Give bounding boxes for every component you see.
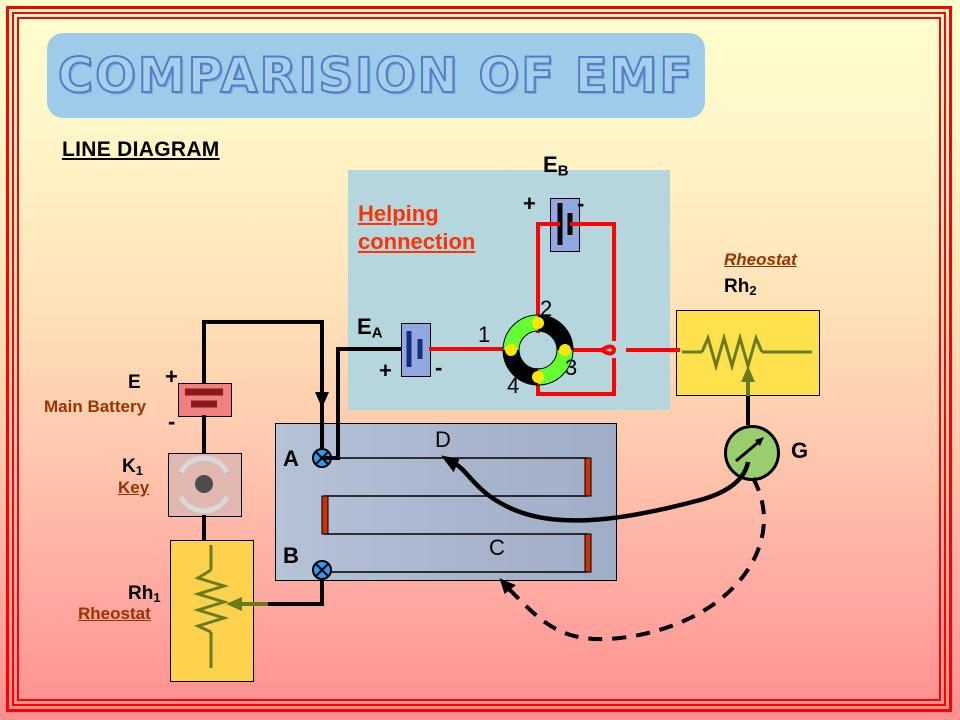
- cell-eb-symbol: [557, 203, 573, 245]
- rheostat-rh2-coil: [682, 332, 812, 372]
- arrow-point-c: [499, 578, 516, 594]
- wire-ea-to-terminal-a: [322, 347, 362, 460]
- page-title: COMPARISION OF EMF: [57, 47, 695, 105]
- label-key-name: Key: [118, 478, 150, 497]
- dashed-jockey-path: [506, 477, 766, 642]
- commutator-terminal-4: [532, 371, 544, 383]
- label-commutator-3: 3: [565, 355, 578, 380]
- helping-line-1: Helping: [358, 201, 439, 226]
- subtitle-line-diagram: LINE DIAGRAM: [62, 138, 220, 161]
- commutator[interactable]: [502, 314, 574, 386]
- strip-left-middle: [321, 495, 329, 535]
- label-commutator-1: 1: [478, 322, 491, 347]
- rheostat-rh1-coil: [192, 545, 230, 668]
- key-contact-symbol: [178, 455, 230, 514]
- title-banner: [47, 33, 705, 118]
- cell-ea-symbol: [406, 331, 423, 367]
- main-battery-symbol: [185, 388, 223, 408]
- galvanometer-body: [724, 425, 780, 481]
- wire-crossing-hop: [600, 344, 616, 356]
- terminal-b[interactable]: [312, 560, 332, 580]
- potentiometer-end-strips: [321, 457, 592, 573]
- label-rheostat-rh2: Rh2: [724, 276, 757, 298]
- wire-jockey-to-galvanometer: [450, 459, 751, 523]
- helping-line-2: connection: [358, 228, 476, 254]
- commutator-terminal-1: [505, 344, 517, 356]
- arrow-point-d: [441, 455, 460, 473]
- label-key-k1: K1: [122, 456, 143, 478]
- label-eb-minus: -: [577, 191, 585, 216]
- potentiometer-board: [275, 423, 617, 581]
- helping-connection-label: Helping connection: [358, 200, 518, 255]
- strip-right-top: [584, 457, 592, 497]
- label-galvanometer: G: [791, 438, 809, 463]
- main-loop-wires: [202, 320, 324, 540]
- commutator-terminal-3: [559, 344, 571, 356]
- strip-right-bottom: [584, 533, 592, 573]
- label-terminal-b: B: [283, 543, 299, 568]
- commutator-terminal-2: [532, 317, 544, 329]
- label-e-minus: -: [168, 409, 176, 434]
- arrow-current-to-a: [315, 392, 329, 408]
- label-rheostat1-name: Rheostat: [78, 604, 151, 623]
- label-cell-ea: EA: [357, 314, 383, 342]
- cell-ea-body: [401, 323, 431, 377]
- label-point-d: D: [435, 427, 451, 452]
- wire-b-to-rh1: [268, 570, 324, 606]
- label-ea-plus: +: [379, 358, 392, 383]
- label-rheostat-rh1: Rh1: [128, 583, 161, 605]
- label-commutator-2: 2: [540, 296, 553, 321]
- label-eb-plus: +: [523, 191, 536, 216]
- label-main-battery-name: Main Battery: [44, 397, 147, 416]
- potentiometer-wires: [322, 457, 588, 573]
- label-ea-minus: -: [435, 355, 443, 380]
- label-e-plus: +: [165, 364, 178, 389]
- label-commutator-4: 4: [507, 373, 520, 398]
- label-main-battery-e: E: [128, 372, 141, 393]
- key-knob: [195, 475, 213, 493]
- galvanometer-needle: [735, 437, 764, 463]
- rheostat-rh1-slider: [226, 597, 268, 611]
- label-rheostat2-name: Rheostat: [724, 250, 797, 269]
- label-terminal-a: A: [283, 446, 299, 471]
- label-point-c: C: [489, 535, 505, 560]
- label-cell-eb: EB: [543, 152, 569, 180]
